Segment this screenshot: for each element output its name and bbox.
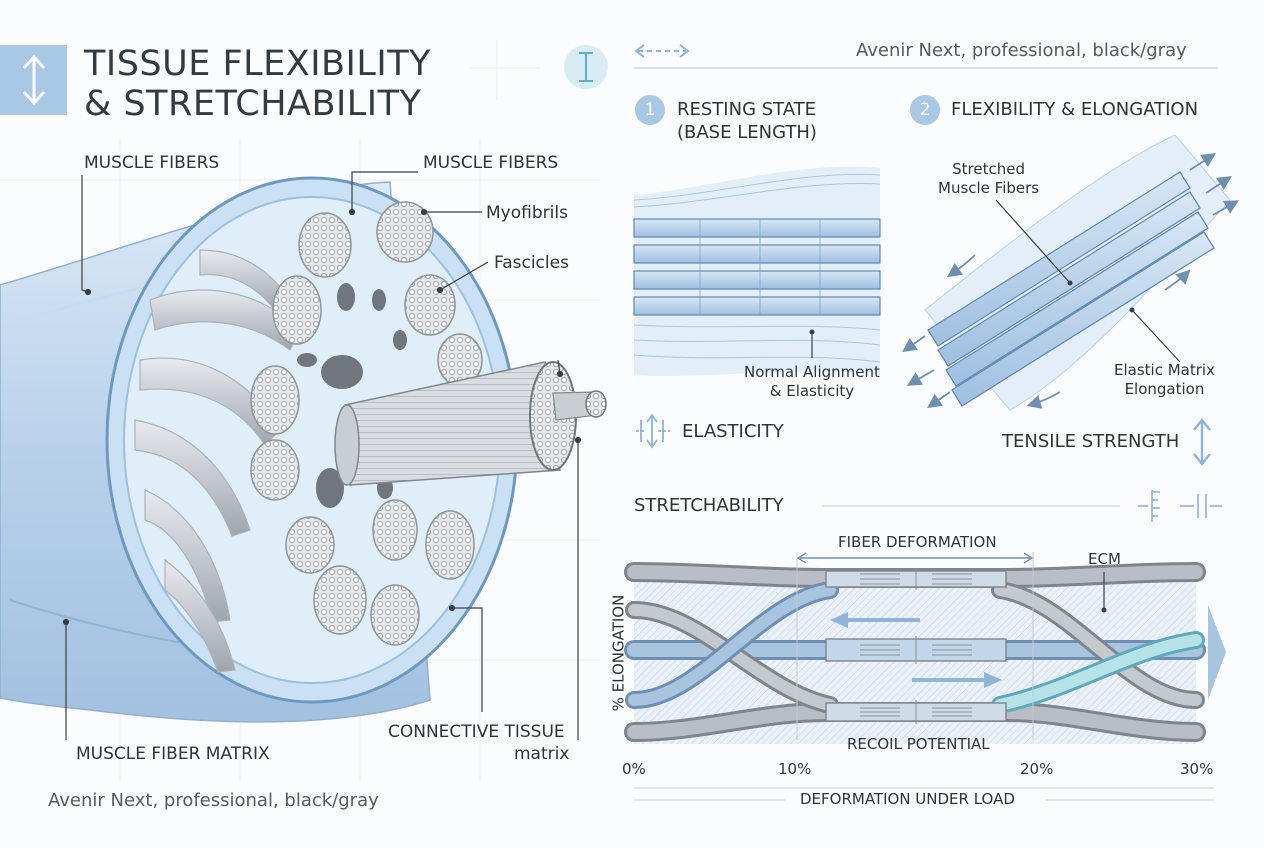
x-tick-0: 0% [622,760,646,778]
label-muscle-fibers-right: MUSCLE FIBERS [423,153,559,173]
label-fascicles: Fascicles [494,253,569,273]
fiber-deformation-label: FIBER DEFORMATION [838,533,997,551]
stretchability-title: STRETCHABILITY [634,495,784,516]
x-tick-30: 30% [1180,760,1214,778]
vertical-stretch-arrows-icon [0,45,67,115]
page-title-line1: TISSUE FLEXIBILITY [84,44,431,84]
elastic-matrix-label: Elastic Matrix Elongation [1114,361,1215,398]
label-myofibrils: Myofibrils [486,203,568,223]
label-muscle-fiber-matrix: MUSCLE FIBER MATRIX [76,744,270,764]
page-title-line2: & STRETCHABILITY [84,84,422,124]
x-tick-10: 10% [778,760,812,778]
style-note-bottom: Avenir Next, professional, black/gray [48,790,379,811]
flexibility-title: FLEXIBILITY & ELONGATION [951,99,1199,120]
recoil-potential-label: RECOIL POTENTIAL [847,735,990,753]
ecm-label: ECM [1088,550,1121,568]
label-muscle-fibers-left: MUSCLE FIBERS [84,153,220,173]
cross-section-leaders [62,171,582,740]
step-number-2: 2 [910,95,940,125]
resting-state-subtitle: (BASE LENGTH) [677,122,817,143]
vertical-double-arrow-icon [1193,418,1211,466]
stretch-diagram [624,552,1226,801]
y-axis-label: % ELONGATION [609,594,628,712]
tensile-strength-label: TENSILE STRENGTH [1002,431,1180,452]
resting-state-note: Normal Alignment & Elasticity [744,363,880,400]
resting-state-title: RESTING STATE [677,99,817,120]
label-connective-tissue: CONNECTIVE TISSUE [388,722,565,742]
flexibility-illustration [902,134,1240,411]
elasticity-arrows-icon [636,413,670,449]
muscle-cross-section [0,176,607,723]
style-note-top: Avenir Next, professional, black/gray [856,40,1187,61]
step-number-1: 1 [635,95,665,125]
elasticity-label: ELASTICITY [682,421,784,442]
label-connective-matrix: matrix [514,744,570,764]
vertical-caliper-icon [564,45,608,89]
x-axis-label: DEFORMATION UNDER LOAD [800,790,1015,808]
stretch-gauge-icon [1138,490,1222,522]
x-tick-20: 20% [1020,760,1054,778]
stretched-fibers-label: Stretched Muscle Fibers [938,160,1040,197]
horizontal-dashed-arrow-icon [634,44,690,58]
resting-state-illustration [633,166,881,377]
